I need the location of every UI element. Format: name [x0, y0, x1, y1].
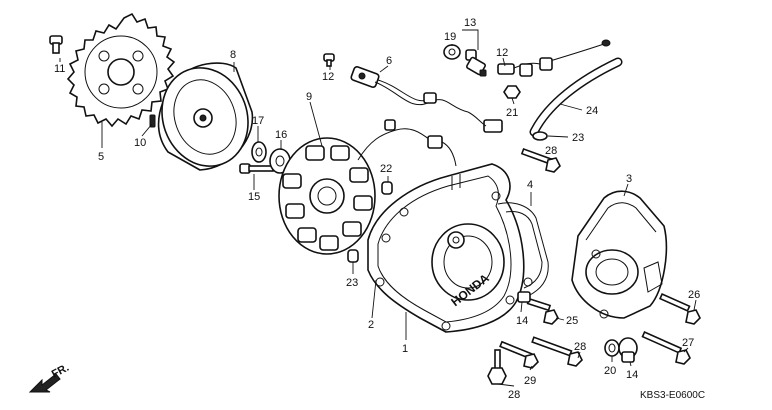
callout-9[interactable]: 9	[306, 91, 312, 103]
front-direction-indicator: FR.	[28, 362, 71, 393]
o-ring-part-21[interactable]	[604, 339, 620, 357]
bolt-part-27-upper[interactable]	[659, 293, 701, 325]
crankcase-cover-part-1[interactable]: HONDA	[367, 163, 525, 333]
neutral-switch-part-11[interactable]	[465, 49, 487, 77]
washer-part-20[interactable]	[443, 44, 461, 60]
bolt-part-28-bottom[interactable]	[487, 349, 507, 385]
callout-27-upper[interactable]: 26	[688, 289, 700, 301]
callout-4[interactable]: 4	[527, 179, 533, 191]
front-label: FR.	[50, 362, 71, 381]
bolt-part-27-lower[interactable]	[641, 330, 691, 365]
callout-21[interactable]: 20	[604, 365, 616, 377]
callout-28-top[interactable]: 28	[545, 145, 557, 157]
dowel-pin-part-23-lower[interactable]	[347, 249, 359, 263]
pulser-harness-part-6[interactable]	[350, 66, 503, 167]
callout-24[interactable]: 23	[572, 132, 584, 144]
callout-27-lower[interactable]: 27	[682, 337, 694, 349]
bolt-part-17[interactable]	[239, 163, 274, 174]
callout-19[interactable]: 17	[252, 115, 264, 127]
callout-25[interactable]: 24	[586, 105, 598, 117]
callout-28-mid[interactable]: 28	[574, 341, 586, 353]
callout-14[interactable]: 11	[54, 63, 65, 75]
callout-11[interactable]: 13	[464, 17, 476, 29]
callout-20[interactable]: 19	[444, 31, 456, 43]
callout-26[interactable]: 25	[566, 315, 578, 327]
callout-15[interactable]: 14	[626, 369, 638, 381]
callout-5[interactable]: 5	[98, 151, 104, 163]
guide-plate-part-4[interactable]	[497, 202, 549, 297]
bolt-part-13[interactable]	[323, 53, 335, 67]
plug-part-15[interactable]	[618, 337, 638, 363]
callout-8[interactable]: 8	[230, 49, 236, 61]
callout-13[interactable]: 12	[322, 71, 334, 83]
key-part-12[interactable]	[149, 114, 156, 128]
leader-lines	[59, 29, 697, 387]
bolt-part-28-top[interactable]	[520, 147, 561, 173]
diagram-code: KBS3-E0600C	[640, 390, 705, 401]
callout-17[interactable]: 15	[248, 191, 260, 203]
callout-29[interactable]: 29	[524, 375, 536, 387]
callouts: 11 5 10 8 17 16 15 9 12 6 19 13 12 21 24…	[54, 17, 700, 401]
callout-22[interactable]: 21	[506, 107, 518, 119]
washer-part-19[interactable]	[251, 141, 267, 163]
nut-part-22[interactable]	[503, 85, 521, 99]
callout-23-upper[interactable]: 22	[380, 163, 392, 175]
callout-2[interactable]: 2	[368, 319, 374, 331]
sprocket-cover-part-3[interactable]	[571, 190, 668, 319]
bolt-part-29[interactable]	[499, 340, 539, 369]
callout-6[interactable]: 6	[386, 55, 392, 67]
breather-tube-part-25[interactable]	[529, 57, 623, 137]
clip-part-24[interactable]	[532, 131, 548, 141]
collar-part-16[interactable]	[517, 291, 531, 303]
flywheel-part-8[interactable]	[148, 56, 261, 179]
callout-16[interactable]: 14	[516, 315, 528, 327]
switch-wire-part-10[interactable]	[497, 39, 611, 77]
callout-18[interactable]: 16	[275, 129, 287, 141]
callout-28-bottom[interactable]: 28	[508, 389, 520, 401]
bolt-part-14[interactable]	[49, 35, 63, 54]
callout-1[interactable]: 1	[402, 343, 408, 355]
front-arrow-icon	[28, 373, 61, 393]
stator-part-9[interactable]	[278, 137, 376, 255]
callout-3[interactable]: 3	[626, 173, 632, 185]
callout-23-lower[interactable]: 23	[346, 277, 358, 289]
callout-10[interactable]: 12	[496, 47, 508, 59]
bolt-part-26[interactable]	[526, 297, 559, 325]
callout-12[interactable]: 10	[134, 137, 146, 149]
dowel-pin-part-23-upper[interactable]	[381, 181, 393, 195]
sprocket-part-5[interactable]	[66, 12, 176, 128]
